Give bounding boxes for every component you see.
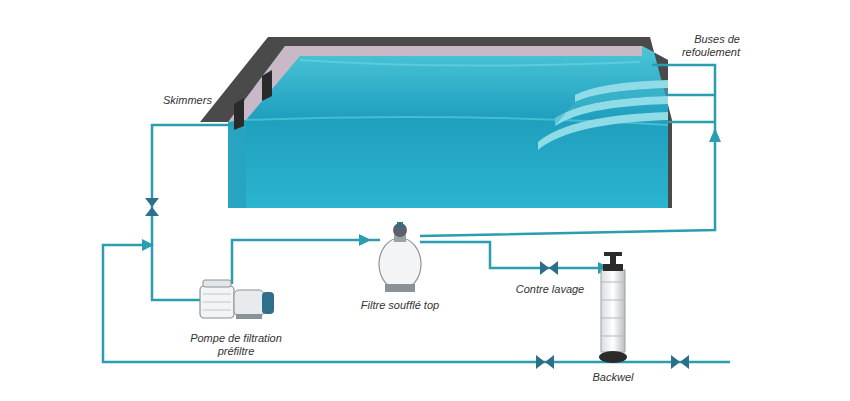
delivery-pipe [420, 65, 715, 236]
skimmer-pipe [152, 125, 234, 300]
part-label: Backwel [573, 371, 653, 384]
part-label: Contre lavage [505, 283, 595, 296]
backwash-pipe [420, 242, 608, 268]
nozzle-pipe [668, 94, 715, 97]
part-label: Skimmers [163, 94, 243, 107]
pipes [103, 65, 730, 362]
sand-filter [379, 222, 421, 292]
skimmer-openings [234, 70, 272, 130]
backwel-unit [599, 252, 627, 363]
pump [200, 280, 274, 319]
valves [145, 198, 689, 369]
part-label: Filtre soufflé top [345, 299, 455, 312]
nozzle-pipe [660, 121, 715, 124]
part-label: Pompe de filtration préfiltre [180, 332, 292, 358]
pump-outlet-pipe [232, 240, 380, 284]
part-label: Buses de refoulement [660, 33, 740, 59]
flow-arrows [142, 128, 721, 274]
pool [200, 37, 672, 208]
